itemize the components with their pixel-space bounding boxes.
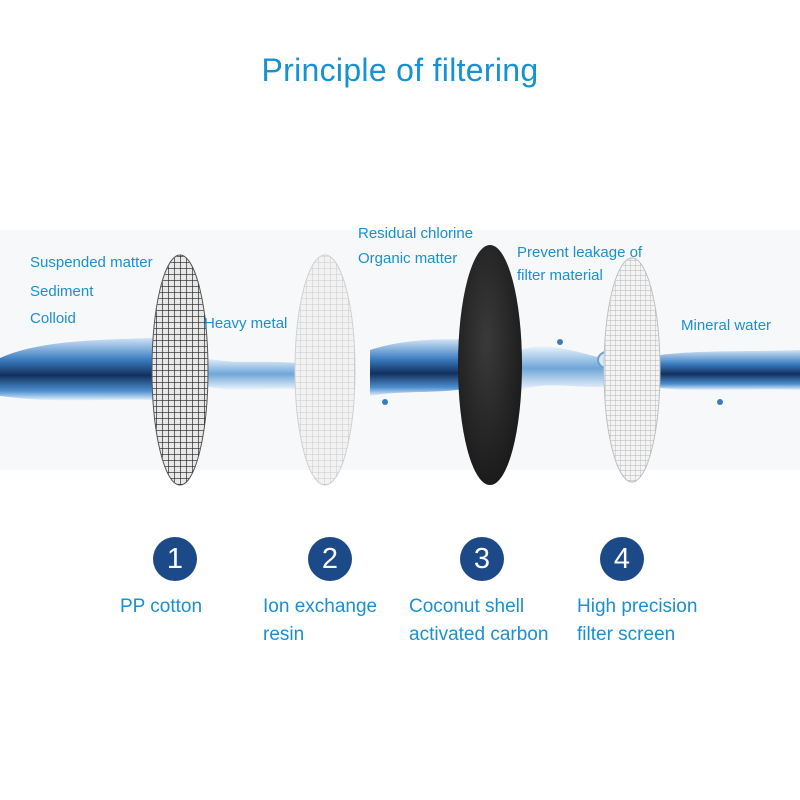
stage-2-name-line-1: Ion exchange [263, 596, 378, 617]
stage-1-name: PP cotton [120, 593, 202, 621]
label-mineral-water: Mineral water [681, 317, 772, 334]
water-stream-inlet [0, 338, 160, 401]
activated-carbon-disc [458, 245, 522, 485]
stage-4-badge: 4 [600, 537, 644, 581]
label-colloid: Colloid [30, 310, 76, 327]
stage-2-badge: 2 [308, 537, 352, 581]
label-organic-matter: Organic matter [358, 250, 458, 267]
water-stream-4 [520, 346, 610, 390]
stage-1-badge: 1 [153, 537, 197, 581]
water-stream-outlet [660, 350, 800, 390]
diagram-title: Principle of filtering [261, 52, 539, 88]
stage-1-name-line-1: PP cotton [120, 596, 203, 617]
stage-3-name-line-1: Coconut shell [409, 596, 525, 617]
label-prevent-leakage: Prevent leakage of [517, 244, 643, 261]
ion-exchange-resin-disc [294, 254, 356, 486]
stage-3-name-line-2: activated carbon [409, 624, 549, 645]
stage-4-name-line-1: High precision [577, 596, 698, 617]
stage-3-badge: 3 [460, 537, 504, 581]
stage-4-name-line-2: filter screen [577, 624, 676, 645]
label-heavy-metal: Heavy metal [204, 315, 288, 332]
pp-cotton-disc [151, 254, 209, 486]
label-residual-chlorine: Residual chlorine [358, 225, 474, 242]
label-suspended-matter: Suspended matter [30, 254, 153, 271]
stage-2-name: Ion exchange resin [263, 593, 377, 649]
label-sediment: Sediment [30, 283, 94, 300]
label-filter-material: filter material [517, 267, 603, 284]
stage-2-name-line-2: resin [263, 624, 305, 645]
filter-screen-disc [603, 257, 661, 483]
water-stream-3 [370, 339, 470, 396]
stage-4-name: High precision filter screen [577, 593, 697, 649]
filter-scene-illustration [0, 230, 800, 486]
water-stream-2 [205, 358, 310, 390]
stage-3-name: Coconut shell activated carbon [409, 593, 548, 649]
